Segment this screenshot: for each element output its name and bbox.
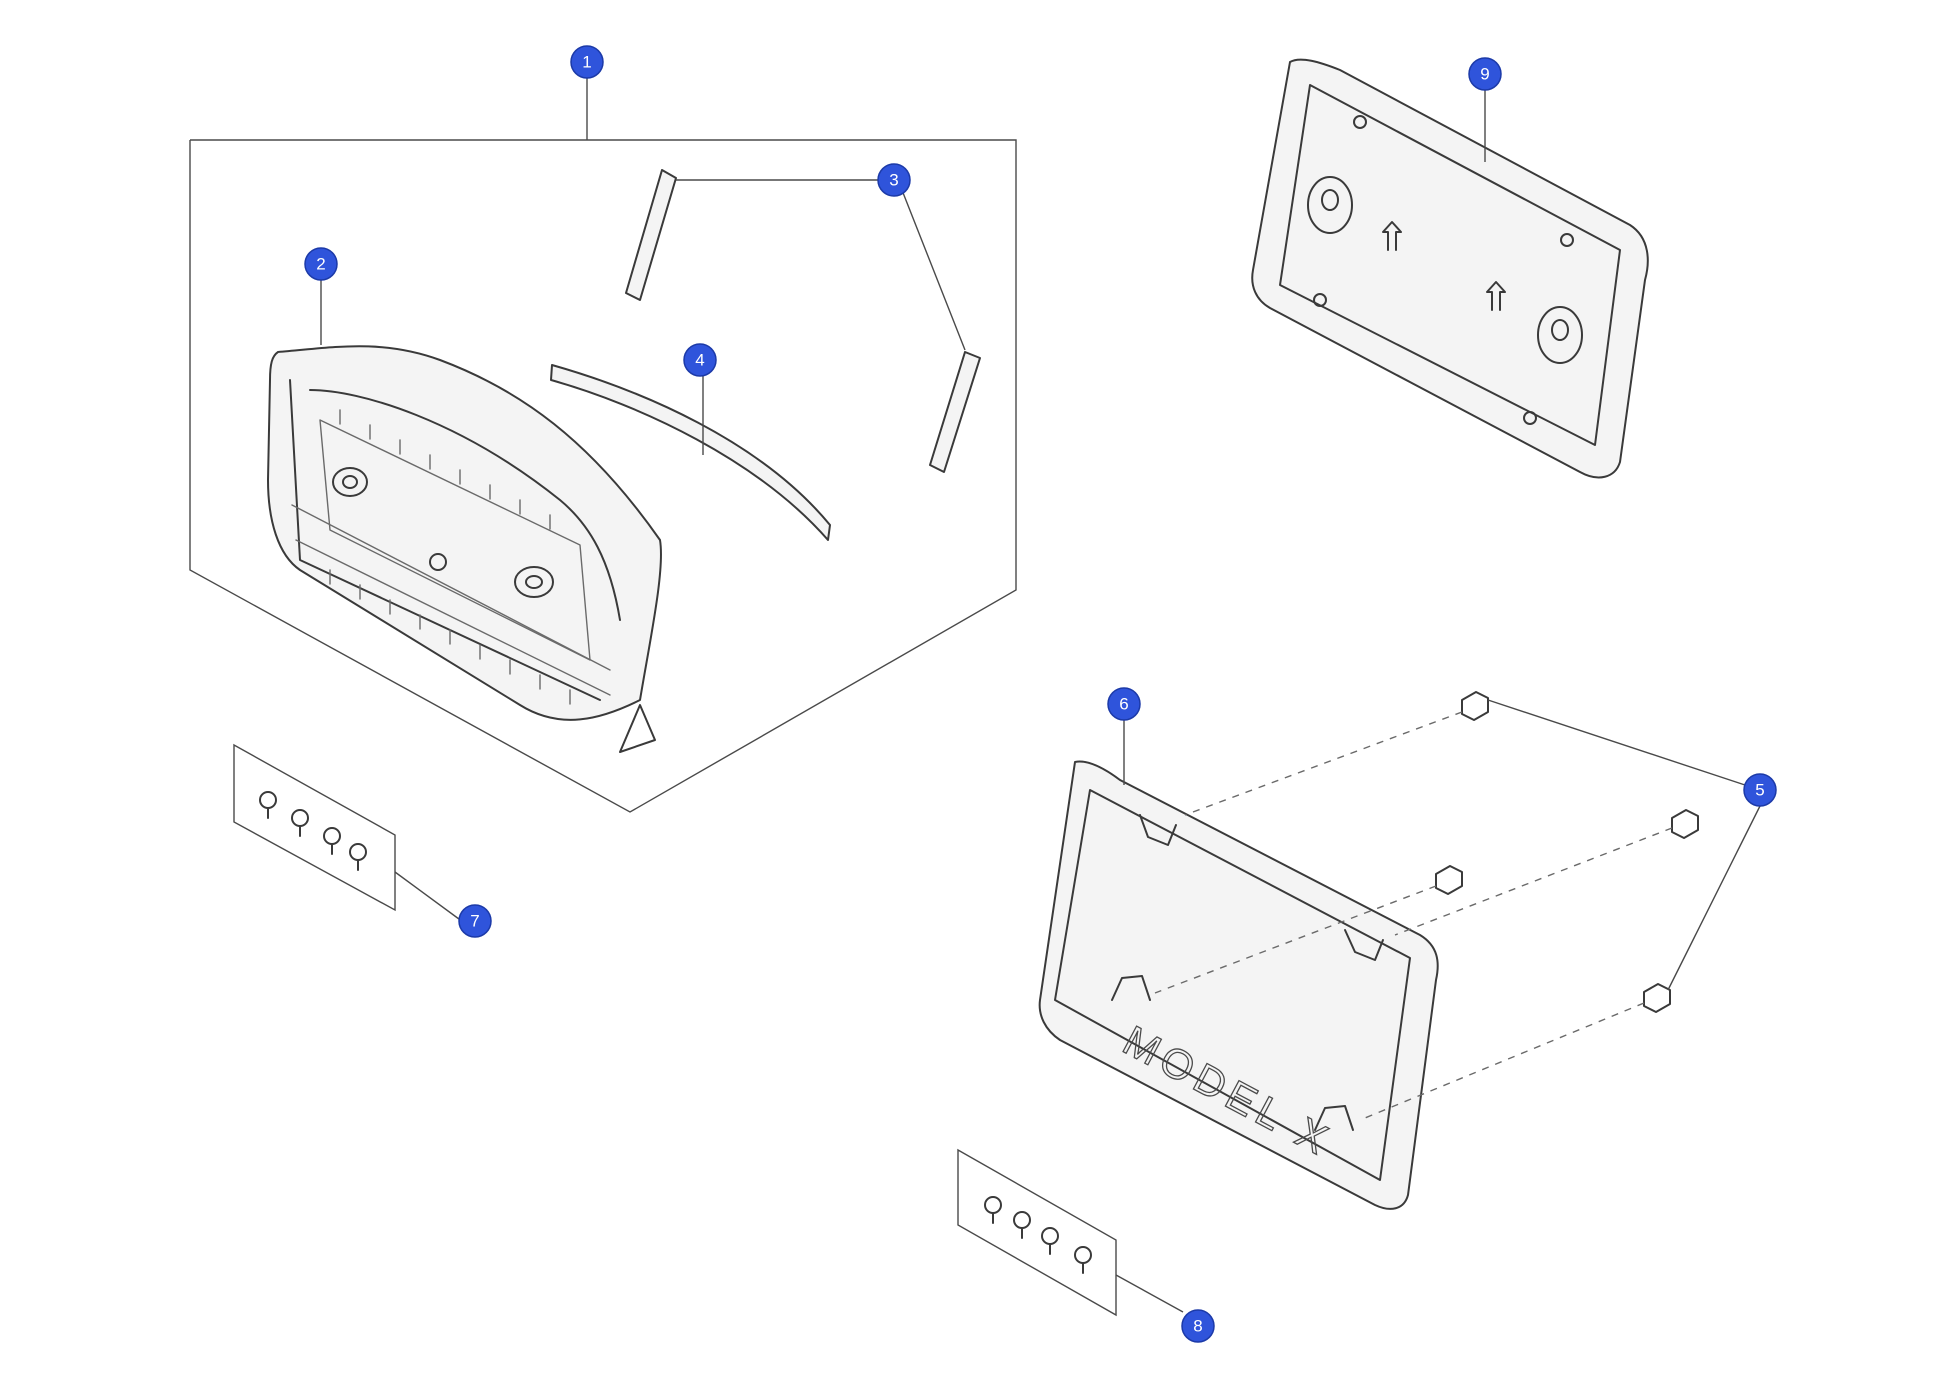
adhesive-strips	[625, 169, 981, 473]
front-license-bracket	[267, 280, 662, 753]
screw-pack-7	[233, 743, 464, 923]
screw-icon	[1041, 1227, 1059, 1255]
arrow-up-icon	[1382, 221, 1402, 251]
clip-icon	[1671, 809, 1699, 839]
callout-label: 5	[1755, 781, 1764, 800]
clip-icon	[1643, 983, 1671, 1013]
callout-5: 5	[1743, 773, 1777, 807]
plate-backing	[1251, 58, 1649, 479]
callout-1: 1	[570, 45, 604, 79]
callout-label: 8	[1193, 1317, 1202, 1336]
plate-frame: MODEL X	[1038, 720, 1439, 1210]
clip-icon	[1435, 865, 1463, 895]
push-clips	[1154, 691, 1761, 1119]
callout-7: 7	[458, 904, 492, 938]
clip-icon	[1461, 691, 1489, 721]
callout-label: 6	[1119, 695, 1128, 714]
callout-label: 4	[695, 351, 704, 370]
callout-4: 4	[683, 343, 717, 377]
callout-2: 2	[304, 247, 338, 281]
callout-3: 3	[877, 163, 911, 197]
callout-label: 3	[889, 171, 898, 190]
screw-icon	[259, 791, 277, 819]
callout-6: 6	[1107, 687, 1141, 721]
callout-label: 1	[582, 53, 591, 72]
long-strip	[550, 364, 831, 541]
screw-icon	[349, 843, 367, 871]
callout-8: 8	[1181, 1309, 1215, 1343]
screw-icon	[323, 827, 341, 855]
callout-9: 9	[1468, 57, 1502, 91]
arrow-up-icon	[1486, 281, 1506, 311]
screw-icon	[291, 809, 309, 837]
screw-icon	[984, 1196, 1002, 1224]
screw-pack-8	[957, 1148, 1184, 1317]
callout-label: 2	[316, 255, 325, 274]
callout-label: 9	[1480, 65, 1489, 84]
callout-label: 7	[470, 912, 479, 931]
screw-icon	[1074, 1246, 1092, 1274]
screw-icon	[1013, 1211, 1031, 1239]
